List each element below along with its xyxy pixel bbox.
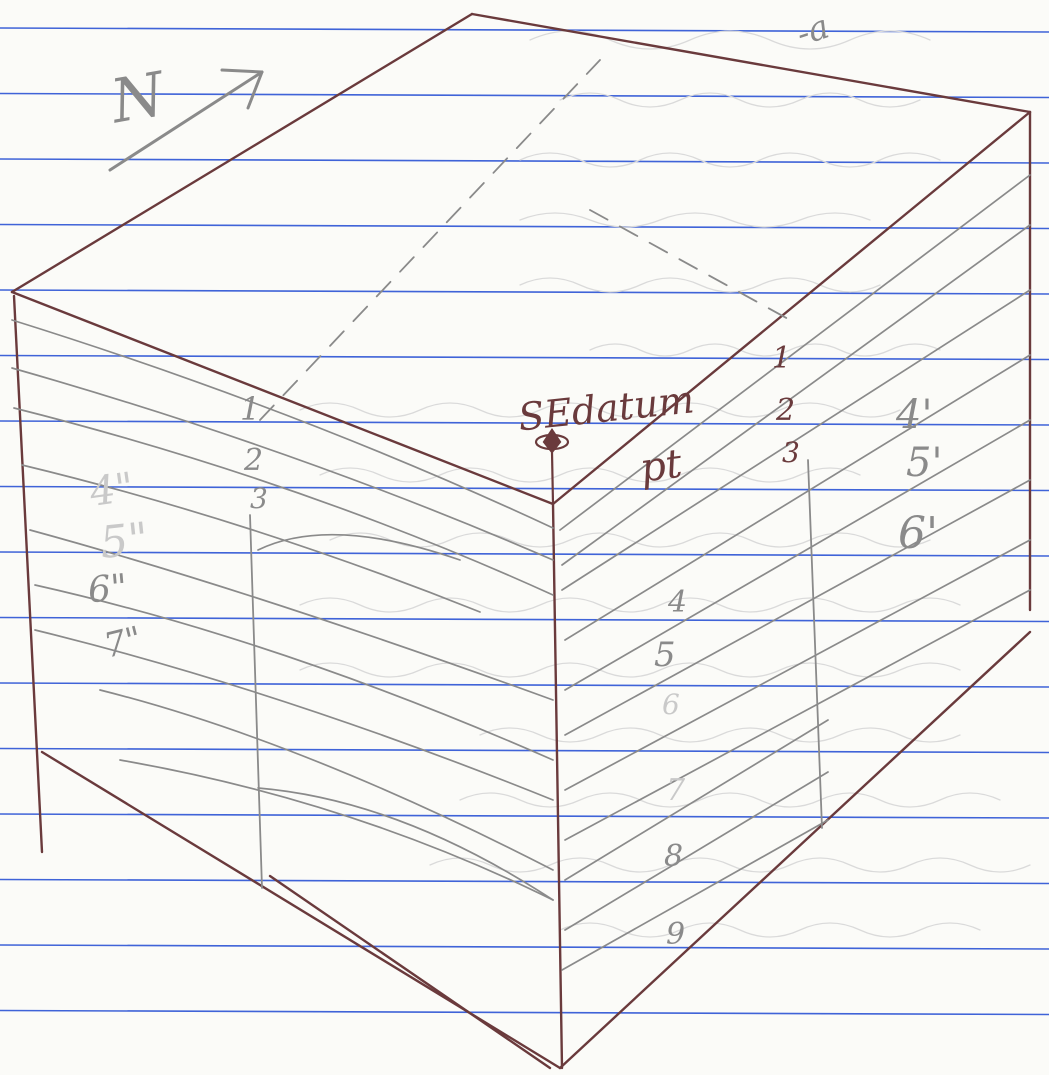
right-layer-number-9: 9 xyxy=(666,917,685,952)
left-face-layer-lines xyxy=(11,319,554,901)
datum-pt-label: pt xyxy=(637,440,686,491)
block-outline xyxy=(10,12,1032,1070)
right-layer-number-2: 2 xyxy=(775,393,795,428)
ruled-line xyxy=(0,158,1049,164)
ruled-line xyxy=(0,92,1049,99)
ruled-line xyxy=(0,27,1049,33)
right-depth-label-5ft: 5' xyxy=(906,440,942,486)
north-label: N xyxy=(104,59,172,138)
bottom-back-edge xyxy=(268,874,552,1070)
hidden-dashed-line xyxy=(259,59,791,421)
right-face-unit-verticals xyxy=(807,459,823,829)
left-depth-label-7in: 7" xyxy=(100,619,146,667)
top-front-left-edge xyxy=(10,290,555,506)
ruled-line xyxy=(0,223,1049,230)
ruled-line xyxy=(0,944,1049,950)
right-layer-number-6: 6 xyxy=(662,688,680,721)
top-left-edge xyxy=(10,12,474,294)
right-layer-number-8: 8 xyxy=(664,839,683,874)
north-arrow-icon xyxy=(108,68,264,172)
right-layer-number-7: 7 xyxy=(666,773,686,808)
left-face-unit-verticals xyxy=(249,514,263,889)
ruled-line xyxy=(0,1009,1049,1016)
left-layer-number-3: 3 xyxy=(250,482,268,515)
front-corner-vertical xyxy=(551,502,564,1070)
ruled-line xyxy=(0,616,1049,623)
left-layer-number-2: 2 xyxy=(243,443,263,478)
datum-point-icon xyxy=(534,428,570,505)
ruled-lines xyxy=(0,27,1049,1016)
ruled-line xyxy=(0,682,1049,688)
ruled-line xyxy=(0,747,1049,754)
right-layer-number-3: 3 xyxy=(782,436,800,469)
bleed-through-text xyxy=(299,30,1031,938)
right-layer-number-4: 4 xyxy=(667,585,687,620)
top-back-edge xyxy=(470,12,1032,114)
left-layer-number-1: 1 xyxy=(240,390,260,428)
left-outer-vertical xyxy=(12,294,44,854)
left-depth-label-4in: 4" xyxy=(86,464,137,516)
left-depth-label-6in: 6" xyxy=(86,567,129,611)
right-depth-label-4ft: 4' xyxy=(895,392,932,438)
right-face-layer-lines xyxy=(559,174,1031,971)
ruled-line xyxy=(0,354,1049,361)
ruled-line xyxy=(0,551,1049,557)
ruled-line xyxy=(0,420,1049,426)
right-layer-number-1: 1 xyxy=(772,341,791,376)
bottom-right-edge xyxy=(558,630,1032,1070)
datum-label: SEdatum xyxy=(516,377,696,439)
right-depth-label-6ft: 6' xyxy=(898,508,938,559)
top-front-right-edge xyxy=(551,110,1032,506)
left-depth-label-5in: 5" xyxy=(98,513,151,569)
ruled-line xyxy=(0,289,1049,295)
ruled-line xyxy=(0,485,1049,492)
right-layer-number-5: 5 xyxy=(654,635,676,675)
ruled-line xyxy=(0,813,1049,819)
